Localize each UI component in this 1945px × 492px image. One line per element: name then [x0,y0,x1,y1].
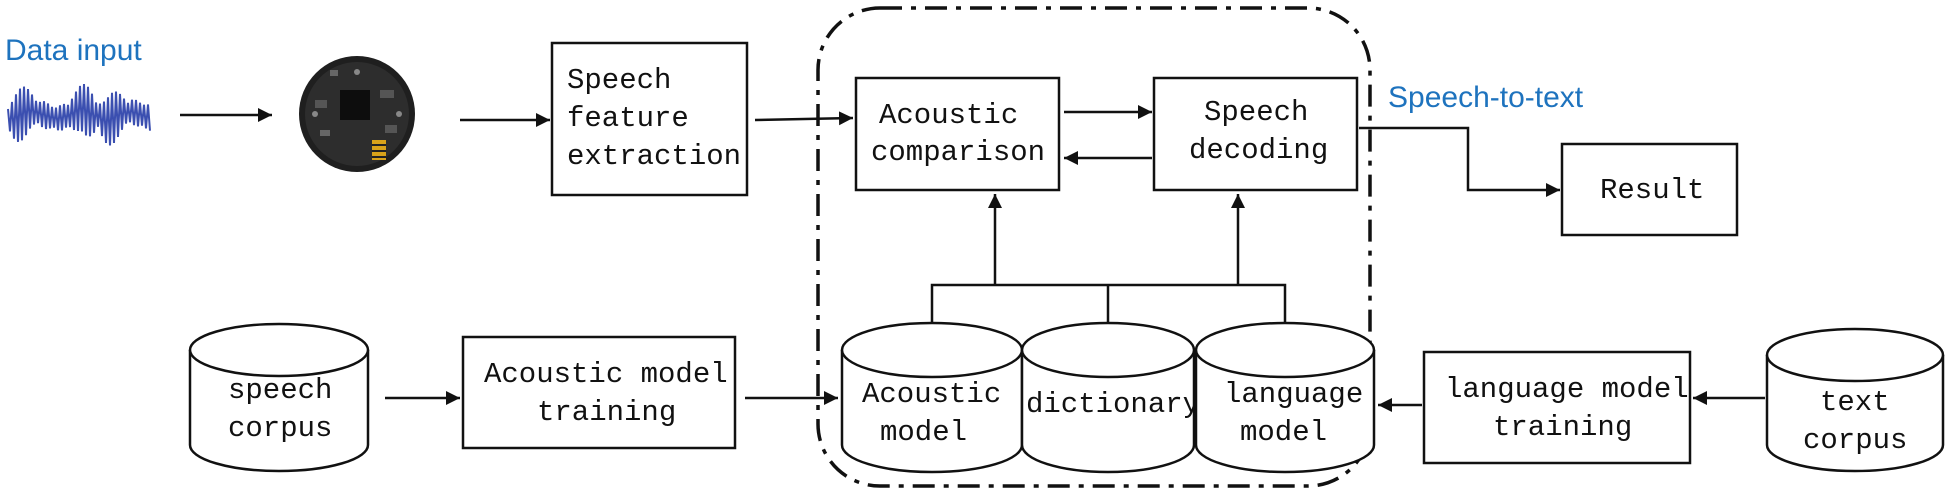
text-corpus-cylinder: text corpus [1765,327,1945,473]
svg-text:training: training [537,396,676,429]
language-model-training-box: language model training [1422,350,1692,465]
svg-text:Speech: Speech [567,64,671,97]
language-model-cylinder: language model [1194,321,1376,474]
svg-text:model: model [1240,416,1327,449]
svg-text:decoding: decoding [1189,134,1328,167]
svg-text:training: training [1493,411,1632,444]
svg-text:language: language [1224,378,1363,411]
svg-text:text: text [1820,386,1890,419]
dictionary-cylinder: dictionary [1020,321,1200,474]
speech-corpus-cylinder: speech corpus [188,322,370,473]
svg-text:Result: Result [1600,174,1704,207]
arrow-decoding-to-result [1359,126,1560,197]
svg-text:speech: speech [228,374,332,407]
acoustic-comparison-box: Acoustic comparison [854,76,1061,192]
svg-text:corpus: corpus [1803,424,1907,457]
decoder-group-border [816,6,1372,488]
acoustic-model-training-box: Acoustic model training [461,335,737,450]
svg-text:language model: language model [1445,373,1689,406]
svg-text:Speech: Speech [1204,96,1308,129]
audio-waveform-icon [7,83,151,146]
svg-text:model: model [880,416,967,449]
svg-text:Acoustic model: Acoustic model [484,358,728,391]
acoustic-model-cylinder: Acoustic model [840,321,1024,474]
data-input-label: Data input [5,34,142,67]
svg-text:comparison: comparison [871,136,1045,169]
speech-decoding-box: Speech decoding [1152,76,1359,192]
svg-text:dictionary: dictionary [1026,388,1200,421]
result-box: Result [1560,142,1739,237]
svg-text:Acoustic: Acoustic [879,99,1018,132]
svg-text:corpus: corpus [228,412,332,445]
arrow-feature-to-comparison [754,111,854,126]
circuit-board-device-icon [299,56,415,172]
speech-to-text-label: Speech-to-text [1388,81,1584,114]
svg-text:Acoustic: Acoustic [862,378,1001,411]
svg-text:feature: feature [567,102,689,135]
svg-text:extraction: extraction [567,140,741,173]
speech-feature-extraction-box: Speech feature extraction [550,41,749,197]
